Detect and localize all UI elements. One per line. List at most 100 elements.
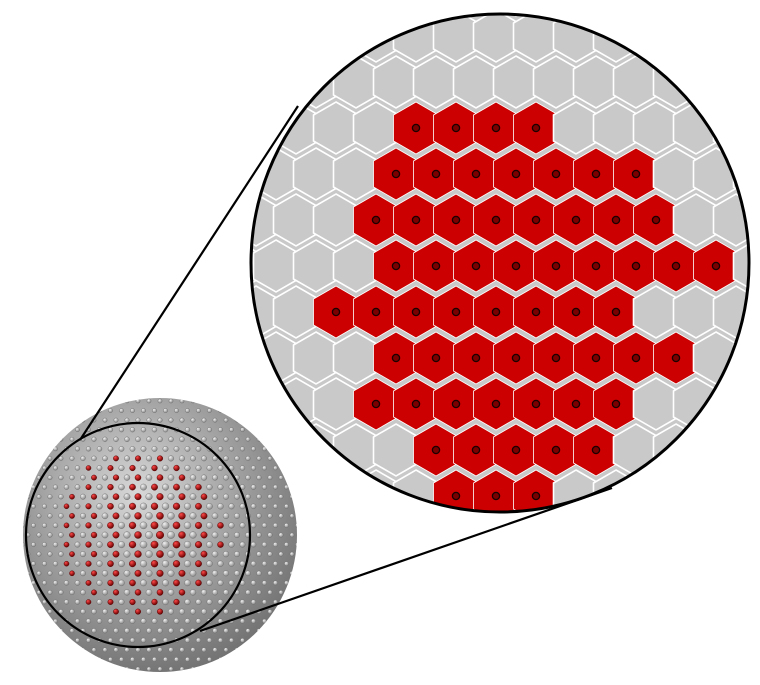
sphere-bump (58, 475, 64, 481)
sphere-bump (179, 417, 185, 423)
sphere-bump (47, 589, 53, 595)
sphere-bump (234, 647, 240, 653)
hex-cell-dot (591, 445, 601, 455)
sphere-bump (233, 531, 241, 539)
sphere-bump (58, 609, 64, 614)
sphere-bump (161, 521, 170, 530)
sphere-bump (96, 503, 103, 510)
sphere-bump (80, 474, 86, 481)
sphere-bump (162, 579, 169, 587)
sphere-bump (212, 474, 218, 481)
sphere-bump (151, 618, 158, 624)
sphere-bump (212, 608, 218, 615)
sphere-bump (223, 647, 229, 653)
sphere-bump-red (63, 522, 70, 529)
sphere-bump (52, 580, 59, 586)
sphere-bump (58, 437, 64, 442)
hex-cell-dot (571, 307, 581, 317)
sphere-bump (107, 427, 114, 433)
hex-cell (251, 147, 260, 201)
sphere-bump (222, 550, 230, 558)
sphere-bump (195, 598, 202, 606)
sphere-bump (135, 417, 141, 423)
sphere-bump (256, 494, 262, 500)
sphere-bump (234, 436, 240, 442)
sphere-bump (102, 647, 108, 653)
sphere-bump (207, 408, 212, 413)
sphere-bump-red (107, 522, 114, 529)
sphere-bump (58, 628, 64, 633)
sphere-bump-red (63, 503, 70, 510)
sphere-bump (130, 408, 135, 413)
hex-cell-dot (471, 353, 481, 363)
sphere-bump (245, 455, 251, 461)
sphere-bump (42, 599, 47, 605)
sphere-bump (146, 436, 152, 443)
sphere-bump (157, 436, 163, 443)
sphere-bump (161, 560, 170, 568)
sphere-bump (196, 408, 201, 413)
sphere-bump (75, 427, 80, 432)
sphere-bump (256, 532, 262, 538)
hex-cell-dot (451, 399, 461, 409)
sphere-bump (42, 503, 47, 509)
sphere-bump-red (112, 589, 120, 596)
sphere-bump (217, 599, 224, 605)
sphere-bump-red (129, 598, 136, 606)
hex-cell-dot (411, 399, 421, 409)
sphere-bump (206, 579, 213, 587)
hex-cell-dot (571, 399, 581, 409)
sphere-bump (146, 647, 152, 653)
sphere-bump (212, 589, 218, 596)
sphere-bump (162, 598, 169, 606)
hex-cell-dot (571, 215, 581, 225)
hex-cell-dot (491, 491, 501, 501)
hex-cell-dot (711, 261, 721, 271)
sphere-bump (262, 465, 267, 471)
sphere-bump (119, 408, 124, 413)
sphere-bump (239, 522, 246, 529)
sphere-bump-red (172, 560, 181, 568)
sphere-bump (167, 608, 175, 615)
sphere-bump (212, 436, 218, 442)
sphere-bump (79, 531, 87, 539)
magnified-view (249, 12, 751, 514)
sphere-bump (284, 561, 289, 567)
sphere-bump (47, 494, 53, 500)
sphere-bump (167, 550, 175, 558)
sphere-bump (80, 608, 86, 615)
sphere-bump (262, 446, 267, 452)
sphere-bump (101, 531, 109, 539)
sphere-bump (234, 551, 240, 558)
sphere-bump-red (91, 589, 97, 596)
sphere-bump (184, 502, 191, 510)
sphere-bump (140, 483, 147, 491)
sphere-bump (140, 637, 147, 643)
sphere-bump (190, 666, 196, 672)
sphere-bump (139, 560, 148, 568)
sphere-bump (135, 647, 141, 653)
sphere-bump (256, 456, 262, 461)
sphere-bump (184, 464, 191, 472)
sphere-bump-red (151, 483, 158, 491)
sphere-bump (36, 570, 42, 576)
sphere-bump (124, 628, 130, 634)
sphere-bump (245, 628, 251, 634)
sphere-bump-red (129, 579, 136, 587)
sphere-bump (86, 637, 91, 643)
sphere-bump (123, 512, 131, 520)
sphere-bump (195, 446, 202, 452)
sphere-bump (74, 522, 81, 529)
sphere-bump (222, 493, 230, 500)
sphere-bump-red (134, 474, 142, 481)
sphere-bump (223, 417, 229, 423)
sphere-bump (256, 628, 262, 633)
hex-cell-dot (491, 123, 501, 133)
sphere-bump (69, 474, 75, 481)
hex-cell-dot (411, 215, 421, 225)
sphere-bump-red (195, 541, 202, 549)
sphere-bump (101, 493, 109, 500)
sphere-bump-red (69, 493, 75, 500)
sphere-bump (250, 599, 257, 605)
sphere-bump (146, 666, 152, 672)
